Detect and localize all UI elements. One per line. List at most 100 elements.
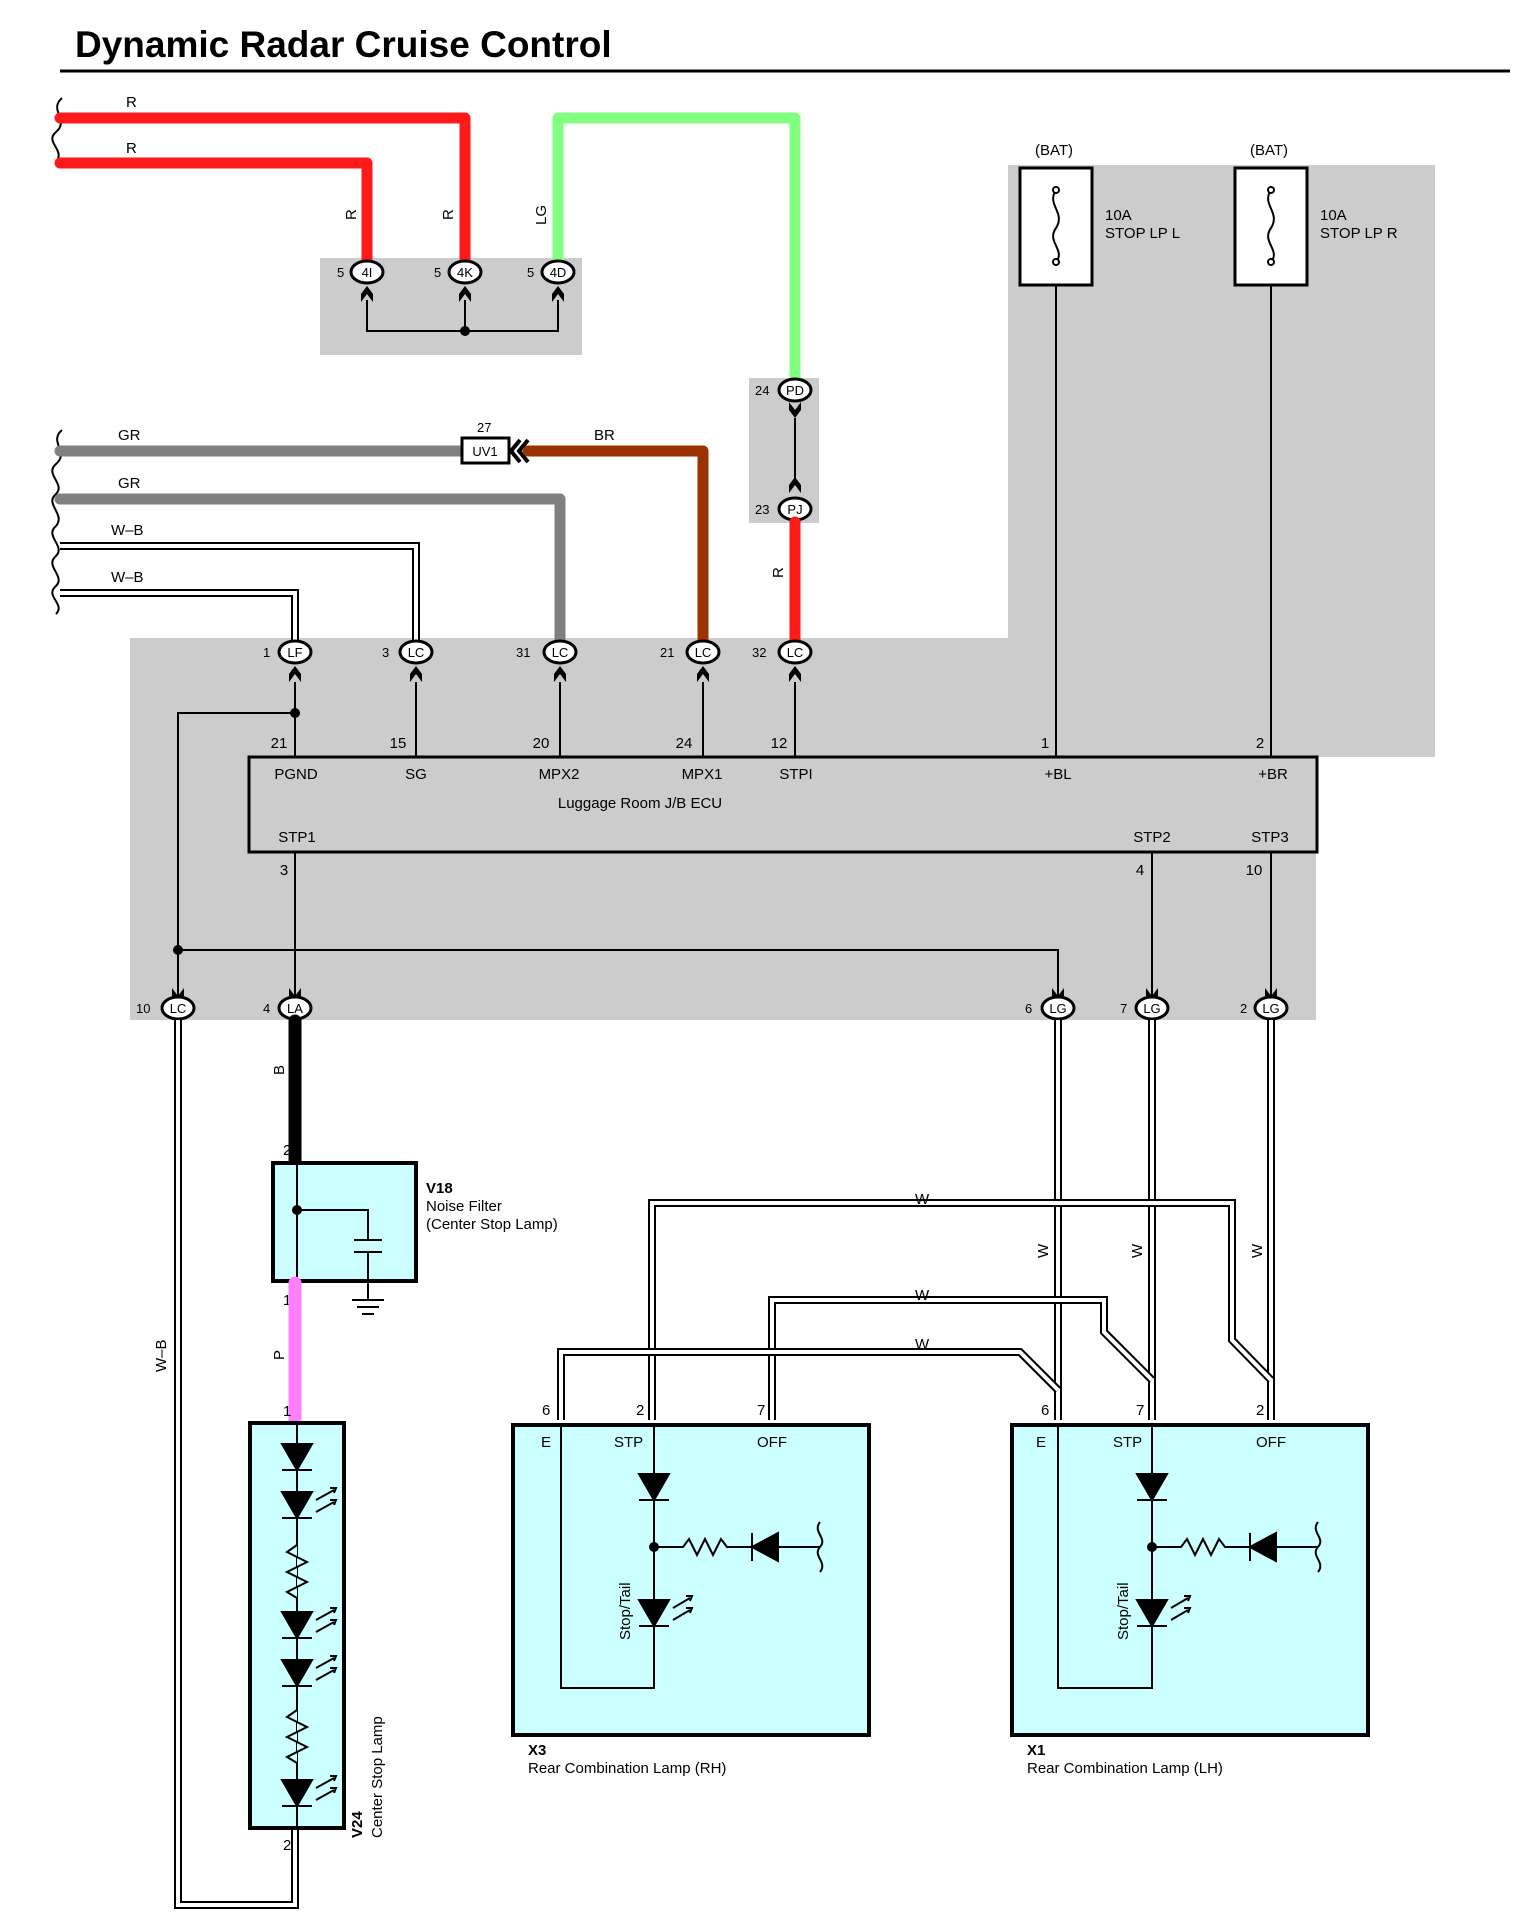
uv1-plug — [508, 438, 530, 464]
connector-lc-3-pin: 3 — [382, 645, 389, 660]
connector-lf-1-label: LF — [287, 645, 302, 660]
label-wb-left: W–B — [153, 1339, 170, 1372]
connector-4i-pin: 5 — [337, 265, 344, 280]
ecu-pin-10: 10 — [1246, 862, 1263, 879]
ecu-term-pgnd: PGND — [274, 766, 318, 783]
label-wb2: W–B — [111, 569, 144, 586]
fuse-stop-lp-l: (BAT) 10A STOP LP L — [1018, 142, 1180, 757]
x3-term-stp: STP — [614, 1434, 643, 1451]
label-lg: LG — [533, 205, 550, 225]
wire-lg — [552, 112, 801, 391]
ecu-pin-12: 12 — [771, 735, 788, 752]
top-connectors: LF 1 LC 3 LC 31 LC 21 LC 32 — [177, 639, 813, 1000]
x3-name: Rear Combination Lamp (RH) — [528, 1760, 726, 1777]
label-gr1: GR — [118, 427, 141, 444]
label-b: B — [271, 1065, 288, 1075]
v24-pin-bottom: 2 — [283, 1837, 291, 1854]
connector-pd — [777, 377, 813, 403]
connector-lc-31-pin: 31 — [516, 645, 530, 660]
ecu-term-stp3: STP3 — [1251, 829, 1289, 846]
connector-lc-21-pin: 21 — [660, 645, 674, 660]
x3-term-off: OFF — [757, 1434, 787, 1451]
connector-4d-label: 4D — [550, 265, 567, 280]
connector-lc-31 — [542, 639, 578, 665]
connector-lc-3-label: LC — [408, 645, 425, 660]
label-w-v2: W — [1129, 1243, 1146, 1258]
label-r-4i: R — [343, 209, 360, 220]
x1-pin-stp: 7 — [1136, 1402, 1144, 1419]
connector-lc-32-pin: 32 — [752, 645, 766, 660]
label-r-pj: R — [770, 567, 787, 578]
page-title: Dynamic Radar Cruise Control — [75, 24, 612, 65]
label-wb1: W–B — [111, 522, 144, 539]
ecu-pin-20: 20 — [533, 735, 550, 752]
label-w-v1: W — [1035, 1243, 1052, 1258]
x3-pin-e: 6 — [542, 1402, 550, 1419]
connector-pj-label: PJ — [787, 502, 802, 517]
connector-lc-32-label: LC — [787, 645, 804, 660]
v18-sub: (Center Stop Lamp) — [426, 1216, 558, 1233]
fuse-l-name: STOP LP L — [1105, 225, 1180, 242]
label-w-top: W — [915, 1191, 930, 1208]
connector-lg-2-pin: 2 — [1240, 1001, 1247, 1016]
x1-pin-off: 2 — [1256, 1402, 1264, 1419]
connector-lg-6-pin: 6 — [1025, 1001, 1032, 1016]
wire-r-4i — [54, 157, 373, 276]
ecu-term-mpx2: MPX2 — [539, 766, 580, 783]
ecu-term-stp1: STP1 — [278, 829, 316, 846]
label-p: P — [271, 1350, 288, 1360]
x3-pin-stp: 2 — [636, 1402, 644, 1419]
fuse-r-name: STOP LP R — [1320, 225, 1398, 242]
connector-lg-6 — [1040, 995, 1076, 1021]
label-w-low: W — [915, 1336, 930, 1353]
connector-lf-1 — [277, 639, 313, 665]
wire-r-4k — [54, 112, 471, 276]
connector-lg-7-label: LG — [1143, 1001, 1160, 1016]
luggage-room-jb-ecu: Luggage Room J/B ECU 21 PGND 15 SG 20 MP… — [247, 735, 1319, 879]
connector-pd-label: PD — [786, 383, 804, 398]
x1-rear-combination-lamp-lh: 6 7 2 E STP OFF Stop/Tail X1 Rear Combin… — [1010, 1402, 1370, 1777]
label-w-v3: W — [1249, 1243, 1266, 1258]
x3-pin-off: 7 — [757, 1402, 765, 1419]
x1-name: Rear Combination Lamp (LH) — [1027, 1760, 1223, 1777]
connector-lg-2 — [1253, 995, 1289, 1021]
x3-inner-label: Stop/Tail — [617, 1582, 634, 1640]
x1-term-stp: STP — [1113, 1434, 1142, 1451]
fuse-r-rating: 10A — [1320, 207, 1347, 224]
x1-code: X1 — [1027, 1742, 1045, 1759]
connector-4i-label: 4I — [362, 265, 373, 280]
label-gr2: GR — [118, 475, 141, 492]
x3-rear-combination-lamp-rh: 6 2 7 E STP OFF Stop/Tail X3 Rear Combin… — [511, 1402, 871, 1777]
label-r-top2: R — [126, 140, 137, 157]
connector-uv1-label: UV1 — [472, 444, 497, 459]
v24-center-stop-lamp: 1 2 V24 Center Stop Lamp — [248, 1403, 386, 1854]
connector-4i — [349, 259, 385, 285]
ecu-term-stpi: STPI — [779, 766, 812, 783]
ecu-term-br: +BR — [1258, 766, 1288, 783]
connector-4d — [540, 259, 576, 285]
connector-lg-6-label: LG — [1049, 1001, 1066, 1016]
x1-pin-e: 6 — [1041, 1402, 1049, 1419]
x1-term-off: OFF — [1256, 1434, 1286, 1451]
pd-pj-connectors: PD 24 PJ 23 — [755, 377, 813, 522]
connector-4k-pin: 5 — [434, 265, 441, 280]
fuse-stop-lp-r: (BAT) 10A STOP LP R — [1233, 142, 1398, 757]
x1-inner-label: Stop/Tail — [1115, 1582, 1132, 1640]
v24-name: Center Stop Lamp — [369, 1716, 386, 1838]
ecu-pin-21: 21 — [271, 735, 288, 752]
connector-la-4-pin: 4 — [263, 1001, 270, 1016]
connector-4d-pin: 5 — [527, 265, 534, 280]
connector-lc-10 — [160, 995, 196, 1021]
junction-connectors: 4I 5 4K 5 4D 5 — [337, 259, 576, 336]
connector-lc-3 — [398, 639, 434, 665]
connector-pj-pin: 23 — [755, 502, 769, 517]
connector-lf-1-pin: 1 — [263, 645, 270, 660]
label-r-4k: R — [440, 209, 457, 220]
ecu-output-lines — [294, 852, 1272, 1000]
wire-br — [522, 445, 709, 653]
ecu-term-sg: SG — [405, 766, 427, 783]
label-br: BR — [594, 427, 615, 444]
label-w-mid: W — [915, 1287, 930, 1304]
connector-pd-pin: 24 — [755, 383, 769, 398]
